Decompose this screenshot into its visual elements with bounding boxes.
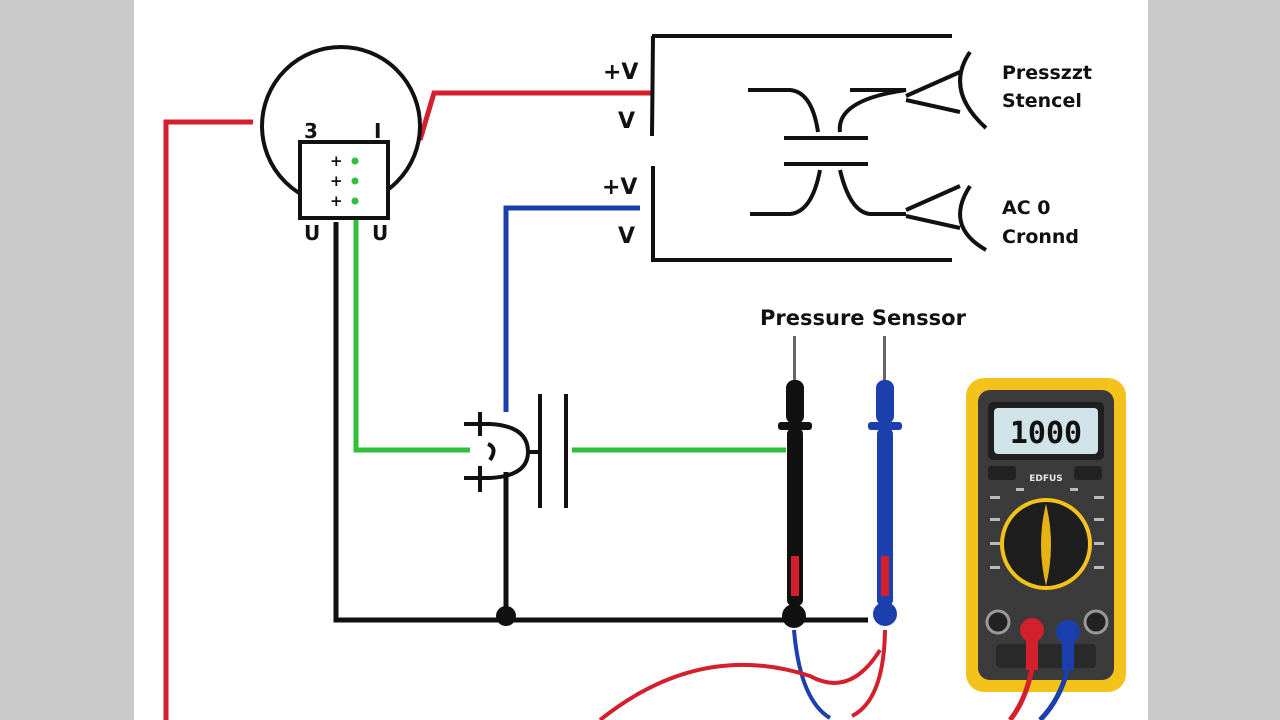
power-wire-top [417,90,652,141]
multimeter: 1000 EDFUS [966,378,1126,692]
signal-wire-blue [503,205,640,412]
power-wire-left [163,119,253,720]
relay-top-plus-label: +V [603,60,638,85]
signal-wire-green [353,218,786,453]
relay-bottom-minus-label: V [618,224,635,249]
probe-black [778,336,812,606]
probe-junction-dot [782,604,806,628]
chip-marks: + + + [330,152,359,210]
pin-label-bottom-right: U [372,221,388,245]
diagram-title: Pressure Senssor [760,306,967,330]
output-top-label-1: Presszzt [1002,62,1092,84]
jack-icon [1083,609,1109,635]
multimeter-screen [994,408,1098,454]
output-bottom-label-1: AC 0 [1002,197,1050,219]
pressure-sensor: + + + 3 I U U [260,45,422,245]
chip-mark: + [330,192,343,210]
output-horn-top [905,50,988,130]
relay-block [650,34,952,262]
multimeter-display-value: 1000 [1010,416,1082,451]
sensor-chip [298,140,390,220]
output-top-label-2: Stencel [1002,90,1082,112]
multimeter-dial-pointer [1041,504,1051,586]
output-horn-bottom [905,184,987,252]
probe-blue [868,336,902,626]
relay-top-minus-label: V [618,109,635,134]
meter-leads [1008,667,1071,720]
probe-cables [598,629,887,720]
jack-icon [985,609,1011,635]
ground-wire [333,222,868,623]
relay-bottom-plus-label: +V [602,175,637,200]
multimeter-brand-label: EDFUS [1029,474,1063,484]
chip-mark: + [330,152,343,170]
chip-mark: + [330,172,343,190]
pin-label-top-left: 3 [304,119,318,143]
pin-label-bottom-left: U [304,221,320,245]
pin-label-top-right: I [374,119,381,143]
ground-junction-dot [496,606,516,626]
inline-component [464,394,568,508]
output-bottom-label-2: Cronnd [1002,226,1079,248]
